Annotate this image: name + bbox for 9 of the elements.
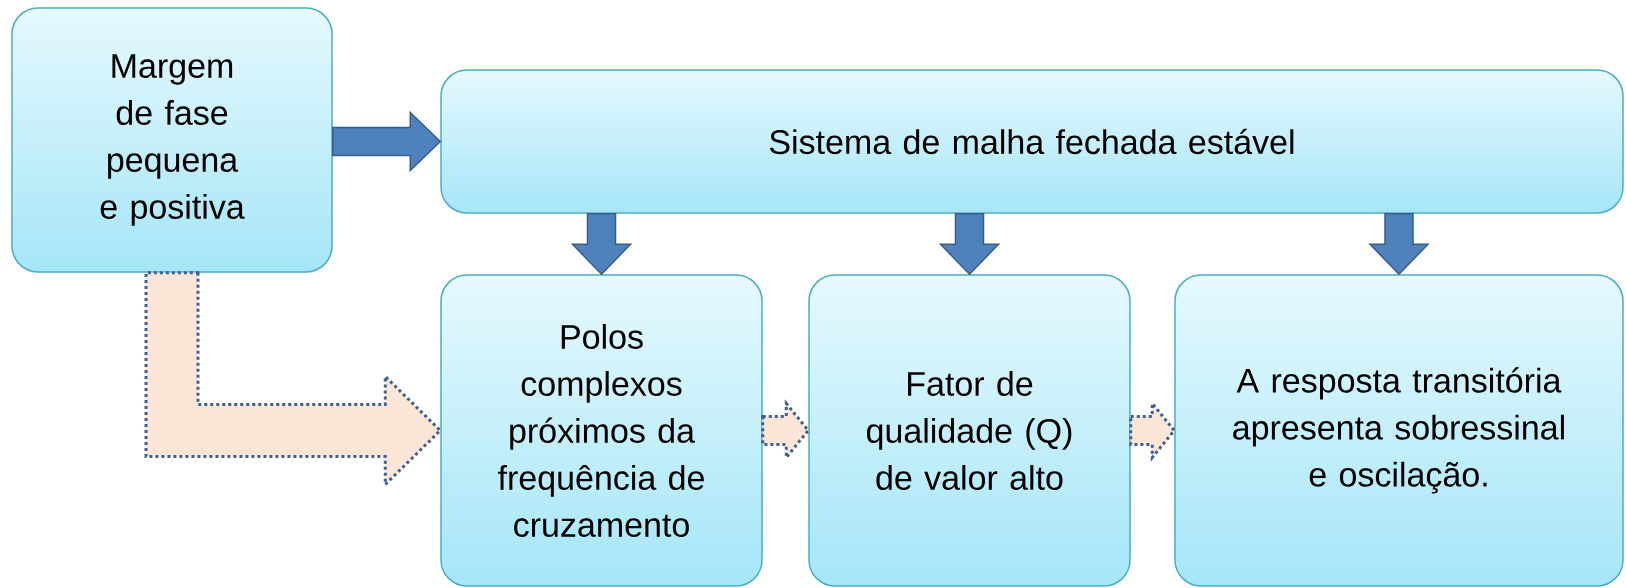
- process-box: A resposta transitória apresenta sobressinal e oscilação.: [1174, 274, 1624, 587]
- block-arrow: [332, 110, 442, 173]
- block-arrow: [938, 213, 1001, 276]
- block-arrow: [570, 213, 633, 276]
- process-box: Margem de fase pequena e positiva: [11, 7, 333, 273]
- process-box: Sistema de malha fechada estável: [440, 69, 1624, 214]
- block-arrow: [1368, 213, 1430, 276]
- process-box: Polos complexos próximos da frequência de cruzamento: [440, 274, 763, 587]
- process-box: Fator de qualidade (Q) de valor alto: [808, 274, 1131, 587]
